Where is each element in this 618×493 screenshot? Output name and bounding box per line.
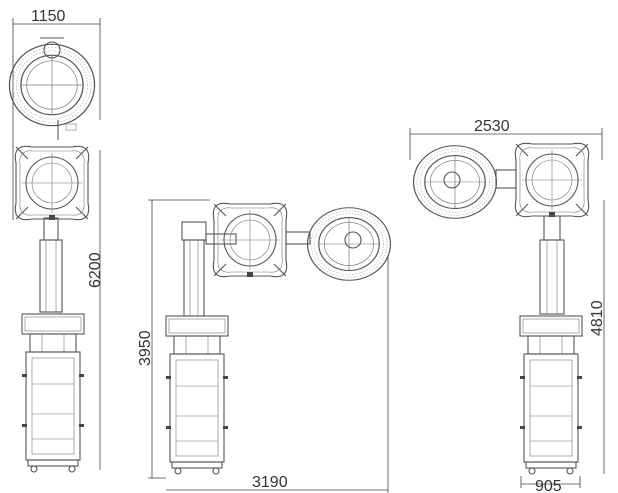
- view-3-drawing: [409, 128, 605, 488]
- dim-label-3190: 3190: [252, 474, 288, 491]
- dim-label-905: 905: [535, 478, 562, 493]
- dim-label-3950: 3950: [137, 330, 154, 366]
- dim-label-4810: 4810: [589, 300, 606, 336]
- dim-label-2530: 2530: [474, 118, 510, 135]
- dim-label-1150: 1150: [31, 8, 66, 25]
- view-2-drawing: [148, 199, 392, 493]
- dim-label-6200: 6200: [87, 252, 104, 288]
- view-1-drawing: [8, 18, 101, 473]
